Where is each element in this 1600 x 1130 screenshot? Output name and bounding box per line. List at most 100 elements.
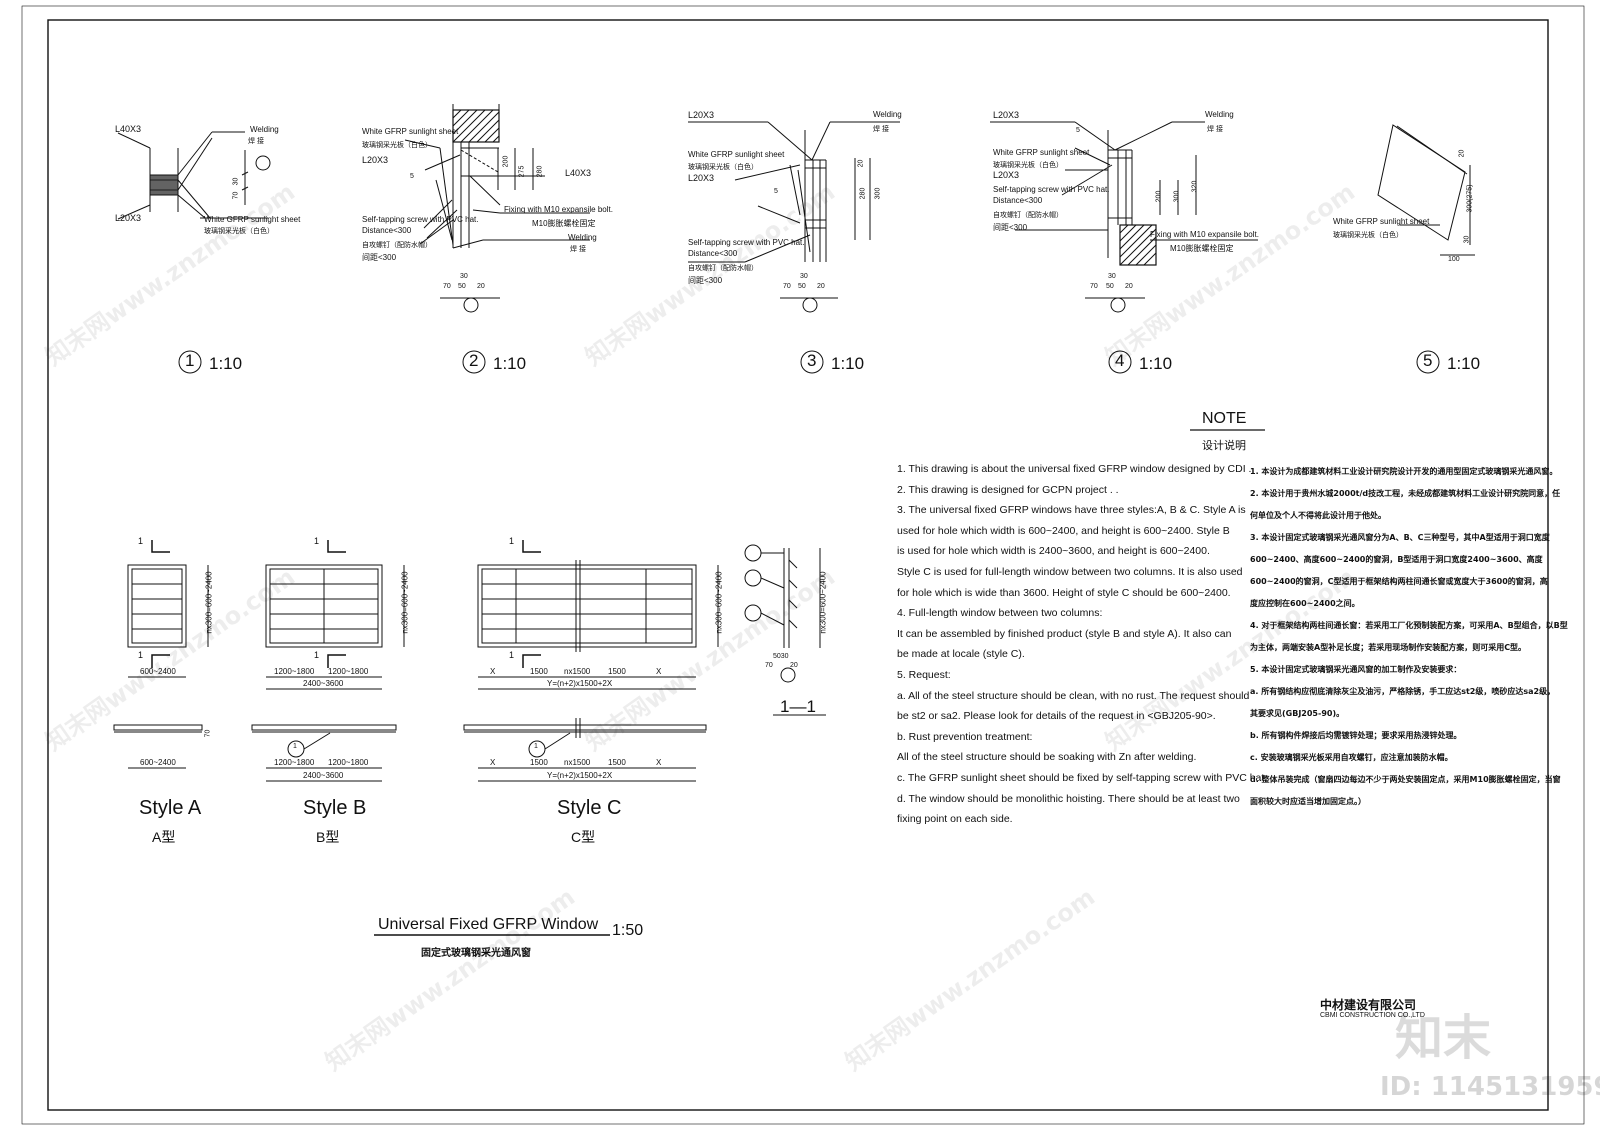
d3-dim-280: 280 bbox=[859, 187, 867, 200]
note-en-line: a. All of the steel structure should be … bbox=[897, 689, 1250, 702]
d5-dim-30: 30 bbox=[1463, 235, 1471, 244]
note-cn-line: 度应控制在600~2400之间。 bbox=[1250, 599, 1360, 608]
note-title: NOTE bbox=[1202, 410, 1247, 427]
d2-white-sheet: White GFRP sunlight sheet bbox=[362, 127, 459, 136]
d4-dim-70: 70 bbox=[1090, 283, 1098, 290]
note-en-line: 3. The universal fixed GFRP windows have… bbox=[897, 504, 1246, 517]
d4-white-sheet-cn: 玻璃钢采光板（白色） bbox=[993, 162, 1063, 169]
c-1500-right-plan: 1500 bbox=[608, 758, 626, 767]
d1-dim-30: 30 bbox=[232, 177, 240, 186]
window-title-cn: 固定式玻璃钢采光通风窗 bbox=[421, 948, 531, 959]
d4-distance: Distance<300 bbox=[993, 196, 1043, 205]
d4-white-sheet: White GFRP sunlight sheet bbox=[993, 148, 1090, 157]
d4-dim-30: 30 bbox=[1108, 273, 1116, 280]
detail-3-drawing bbox=[688, 121, 900, 313]
note-en-line: 5. Request: bbox=[897, 669, 951, 681]
b-plan-callout: 1 bbox=[293, 743, 297, 750]
d1-l20x3: L20X3 bbox=[115, 213, 142, 223]
detail-1-num: 1 bbox=[185, 351, 195, 370]
detail-3-scale: 1:10 bbox=[831, 354, 865, 373]
d4-fixing: Fixing with M10 expansile bolt. bbox=[1150, 230, 1259, 239]
d3-white-sheet-cn: 玻璃钢采光板（白色） bbox=[688, 164, 758, 171]
company-name-cn: 中材建设有限公司 bbox=[1320, 998, 1417, 1012]
d4-welding: Welding bbox=[1205, 110, 1234, 119]
style-b-title-cn: B型 bbox=[316, 829, 340, 845]
d3-dim-30: 30 bbox=[800, 273, 808, 280]
detail-3-circle bbox=[800, 350, 824, 374]
d4-dim-200: 200 bbox=[1155, 190, 1163, 203]
c-section-mark-top: 1 bbox=[509, 536, 515, 546]
c-total-dim-plan: Y=(n+2)x1500+2X bbox=[547, 771, 613, 780]
detail-5-circle bbox=[1416, 350, 1440, 374]
b-width-dim: 2400~3600 bbox=[303, 679, 344, 688]
d2-callout: 5 bbox=[410, 173, 414, 180]
b-half-dim-1: 1200~1800 bbox=[274, 667, 315, 676]
d4-dim-320: 320 bbox=[1191, 180, 1199, 193]
d2-l20x3: L20X3 bbox=[362, 155, 389, 165]
section-dim-70: 70 bbox=[765, 662, 773, 669]
c-x-left-plan: X bbox=[490, 758, 496, 767]
d3-l20x3: L20X3 bbox=[688, 110, 715, 120]
section-dim-20: 20 bbox=[790, 662, 798, 669]
d2-fixing: Fixing with M10 expansile bolt. bbox=[504, 205, 613, 214]
d3-dim-20b: 20 bbox=[817, 283, 825, 290]
a-dim-70-80: 70 bbox=[204, 729, 212, 738]
note-title-cn: 设计说明 bbox=[1202, 440, 1246, 452]
d3-self-tap-cn: 自攻螺钉（配防水帽） bbox=[688, 265, 758, 272]
c-n1500: nx1500 bbox=[564, 667, 591, 676]
note-cn-line: 3. 本设计固定式玻璃钢采光通风窗分为A、B、C三种型号，其中A型适用于洞口宽度 bbox=[1250, 533, 1550, 542]
detail-5-num: 5 bbox=[1423, 351, 1433, 370]
d4-l20x3-b: L20X3 bbox=[993, 170, 1020, 180]
d2-m10-cn: M10膨胀螺栓固定 bbox=[532, 219, 596, 228]
d2-dim-20: 20 bbox=[477, 283, 485, 290]
d3-dim-300: 300 bbox=[874, 187, 882, 200]
note-cn-line: 4. 对于框架结构两柱间通长窗：若采用工厂化预制装配方案，可采用A、B型组合，以… bbox=[1250, 621, 1568, 630]
d1-dim-70: 70 bbox=[232, 191, 240, 200]
style-b-elevation bbox=[251, 540, 405, 782]
d1-l40x3: L40X3 bbox=[115, 124, 142, 134]
c-x-left: X bbox=[490, 667, 496, 676]
inner-frame bbox=[47, 19, 1549, 1111]
a-section-mark-top: 1 bbox=[138, 536, 144, 546]
detail-5-drawing bbox=[1377, 124, 1475, 256]
detail-1-scale: 1:10 bbox=[209, 354, 243, 373]
note-en-line: It can be assembled by finished product … bbox=[897, 627, 1232, 640]
detail-2-circle bbox=[462, 350, 486, 374]
d3-distance: Distance<300 bbox=[688, 249, 738, 258]
d2-dim-50: 50 bbox=[458, 283, 466, 290]
d2-welding: Welding bbox=[568, 233, 597, 242]
c-1500-left-plan: 1500 bbox=[530, 758, 548, 767]
d2-dim-275: 275 bbox=[518, 165, 526, 178]
c-height-dim: nx300=600~2400 bbox=[714, 571, 724, 634]
detail-4-circle bbox=[1108, 350, 1132, 374]
d1-welding: Welding bbox=[250, 125, 279, 134]
b-section-mark-top: 1 bbox=[314, 536, 320, 546]
d2-welding-cn: 焊 接 bbox=[570, 246, 586, 253]
window-scale: 1:50 bbox=[612, 922, 644, 939]
detail-4-drawing bbox=[990, 121, 1258, 313]
d3-self-tap: Self-tapping screw with PVC hat. bbox=[688, 238, 805, 247]
d2-dim-200: 200 bbox=[502, 155, 510, 168]
d5-dim-300-275: 300(275) bbox=[1466, 184, 1474, 213]
note-cn-line: d. 整体吊装完成（窗扇四边每边不少于两处安装固定点，采用M10膨胀螺栓固定，当… bbox=[1250, 775, 1561, 784]
detail-2-scale: 1:10 bbox=[493, 354, 527, 373]
d4-self-tap-cn: 自攻螺钉（配防水帽） bbox=[993, 212, 1063, 219]
d4-dim-50: 50 bbox=[1106, 283, 1114, 290]
d3-spacing-cn: 间距<300 bbox=[688, 276, 723, 285]
d1-welding-cn: 焊 接 bbox=[248, 138, 264, 145]
c-x-right: X bbox=[656, 667, 662, 676]
note-en-line: Style C is used for full-length window b… bbox=[897, 566, 1243, 578]
b-section-mark-bot: 1 bbox=[314, 650, 320, 660]
d3-white-sheet: White GFRP sunlight sheet bbox=[688, 150, 785, 159]
note-cn-line: 面积较大时应适当增加固定点。） bbox=[1250, 797, 1366, 806]
detail-5-scale: 1:10 bbox=[1447, 354, 1481, 373]
b-half-dim-2: 1200~1800 bbox=[328, 667, 369, 676]
note-en-line: 2. This drawing is designed for GCPN pro… bbox=[897, 483, 1119, 496]
detail-3-num: 3 bbox=[807, 351, 817, 370]
note-cn-line: a. 所有钢结构应彻底清除灰尘及油污，严格除锈，手工应达st2级，喷砂应达sa2… bbox=[1250, 687, 1556, 696]
note-en-line: be made at locale (style C). bbox=[897, 648, 1025, 661]
note-cn-line: 2. 本设计用于贵州水城2000t/d技改工程，未经成都建筑材料工业设计研究院同… bbox=[1250, 489, 1561, 498]
d4-self-tap: Self-tapping screw with PVC hat. bbox=[993, 185, 1110, 194]
style-c-title-cn: C型 bbox=[571, 829, 596, 845]
